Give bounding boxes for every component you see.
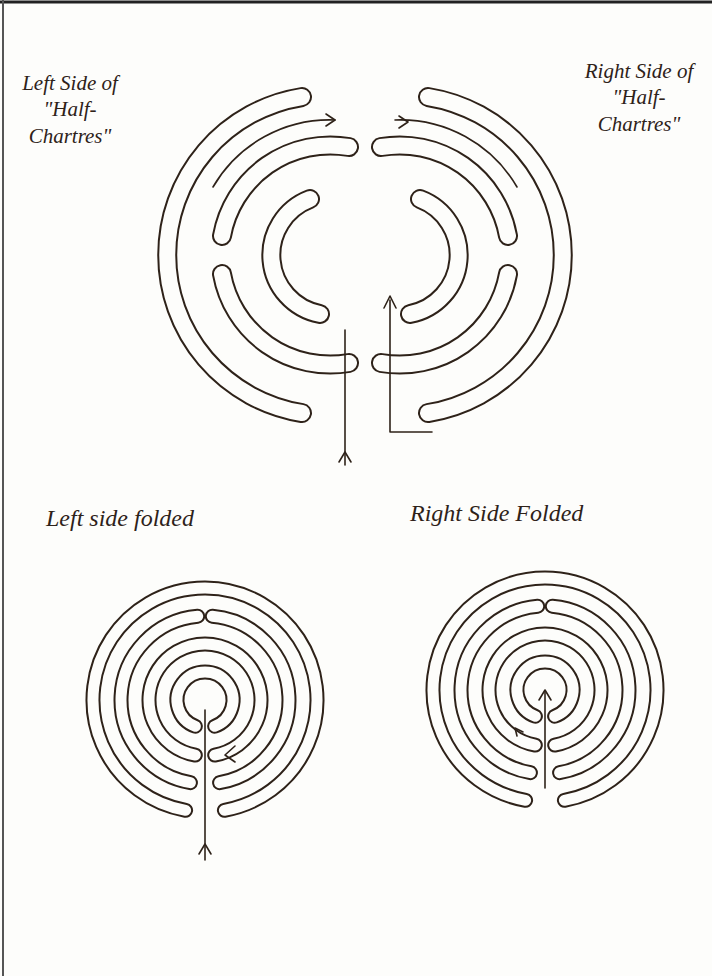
side-label: Left Side of "Half-Chartres" — [14, 70, 126, 149]
right-folded-labyrinth — [433, 578, 657, 800]
left-folded-labyrinth — [93, 588, 317, 860]
side-label: Right Side of "Half-Chartres" — [580, 58, 698, 137]
scan-edge — [2, 0, 4, 976]
side-label: Left side folded — [46, 503, 316, 533]
left-half-labyrinth — [167, 97, 351, 465]
scan-edge — [0, 1, 712, 4]
right-half-labyrinth — [381, 97, 563, 432]
side-label: Right Side Folded — [410, 498, 700, 528]
